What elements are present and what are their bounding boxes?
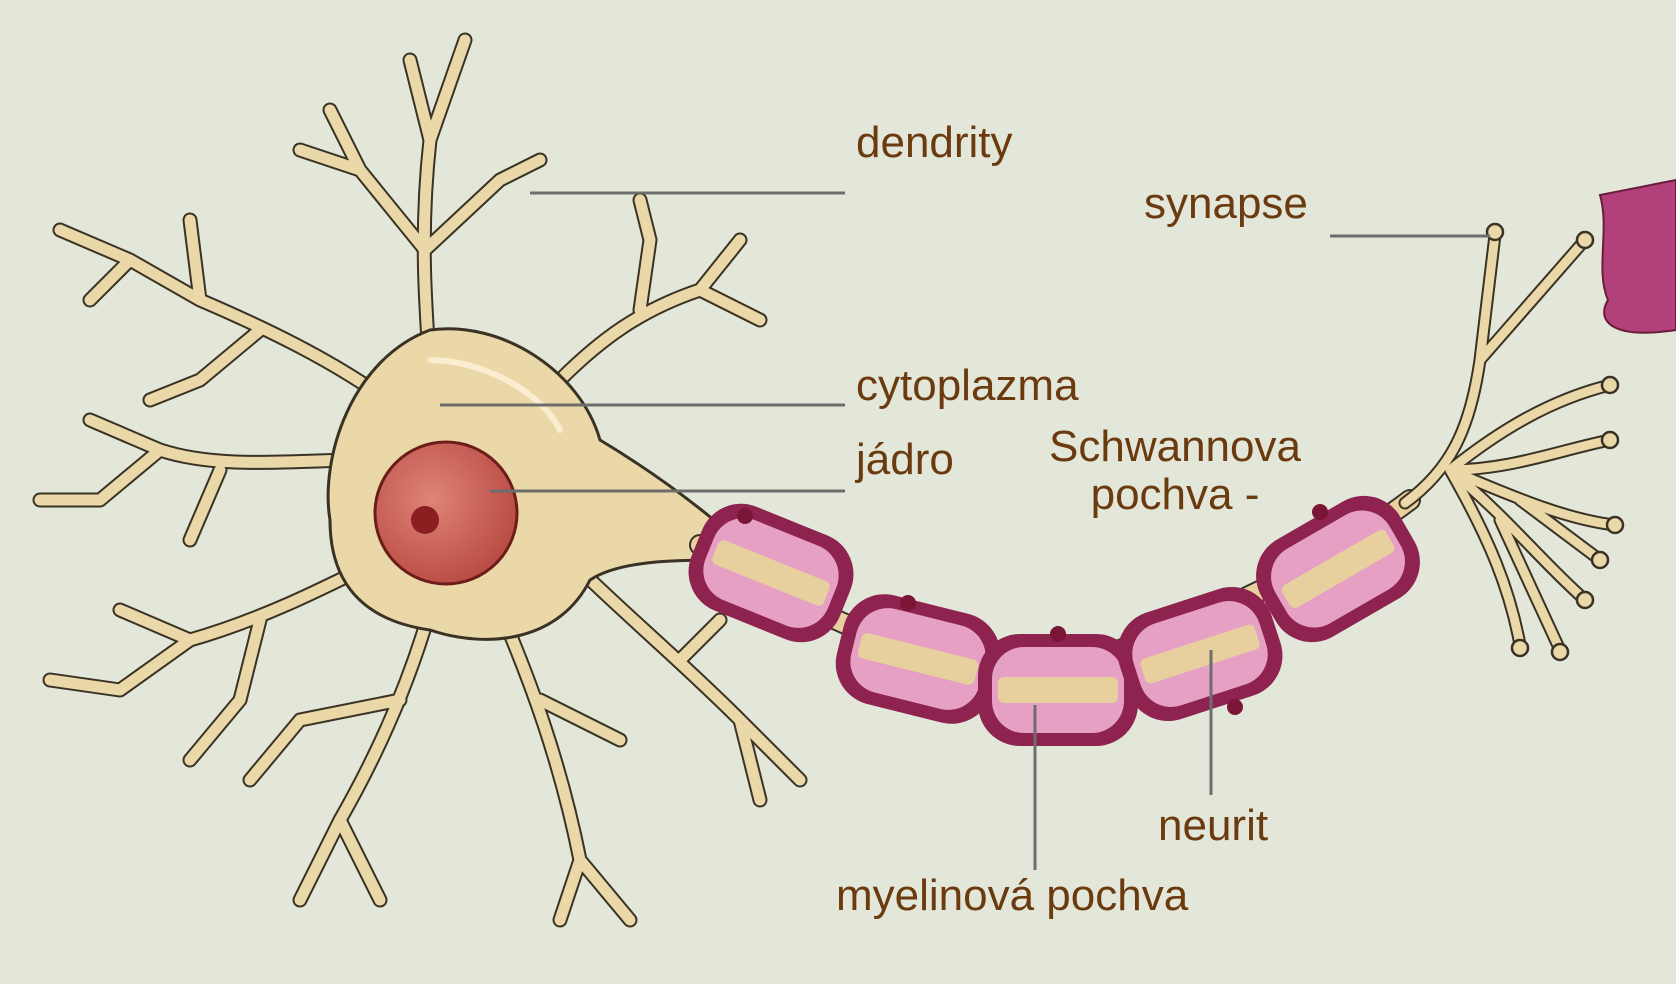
label-neurit: neurit <box>1158 802 1268 850</box>
postsynaptic-cell <box>1600 180 1676 333</box>
myelin-sheath <box>676 481 1435 746</box>
label-jadro: jádro <box>856 436 954 484</box>
nucleolus <box>411 506 439 534</box>
nucleus <box>375 442 517 584</box>
axon-terminals <box>1405 224 1623 660</box>
label-schwannova-line1: Schwannova <box>1040 423 1310 471</box>
label-cytoplazma: cytoplazma <box>856 362 1079 410</box>
label-schwannova-pochva: Schwannova pochva - <box>1040 423 1310 520</box>
label-schwannova-line2: pochva - <box>1040 471 1310 519</box>
label-dendrity: dendrity <box>856 119 1013 167</box>
label-synapse: synapse <box>1144 180 1308 228</box>
label-myelinova-pochva: myelinová pochva <box>836 872 1188 920</box>
